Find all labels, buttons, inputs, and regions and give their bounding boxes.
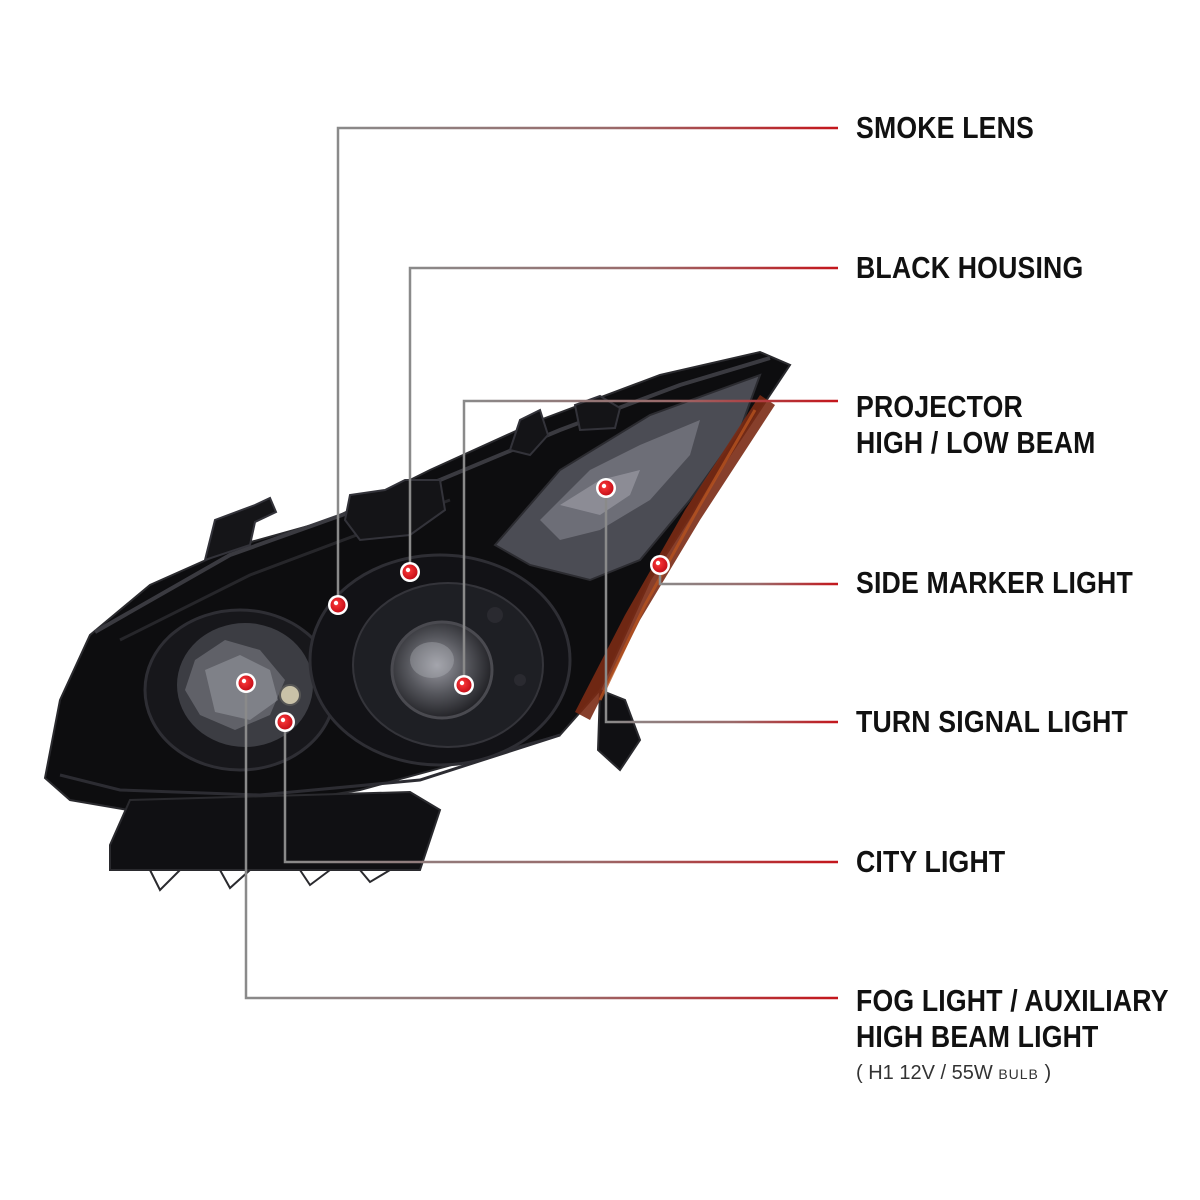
leader-city-light — [283, 722, 838, 864]
label-projector: PROJECTOR — [856, 389, 1023, 424]
label-fog-light: FOG LIGHT / AUXILIARY — [856, 983, 1169, 1018]
bulb-spec-note: ( H1 12V / 55W BULB ) — [856, 1062, 1051, 1085]
mounting-bracket — [203, 496, 278, 562]
headlight-illustration — [43, 350, 792, 892]
dot-turn-signal — [596, 478, 616, 498]
label-black-housing: BLACK HOUSING — [856, 250, 1084, 285]
label-turn-signal-light: TURN SIGNAL LIGHT — [856, 704, 1128, 739]
dot-black-housing — [400, 562, 420, 582]
leader-fog-light — [244, 683, 838, 1000]
leader-black-housing — [408, 266, 838, 572]
leader-turn-signal — [604, 488, 838, 724]
leader-side-marker — [658, 565, 838, 586]
label-high-low-beam: HIGH / LOW BEAM — [856, 425, 1096, 460]
dot-smoke-lens — [328, 595, 348, 615]
leader-smoke-lens — [336, 126, 838, 605]
side-marker-strip — [575, 395, 775, 720]
leader-lines — [244, 126, 838, 1000]
label-city-light: CITY LIGHT — [856, 844, 1006, 879]
label-high-beam-light: HIGH BEAM LIGHT — [856, 1019, 1099, 1054]
leader-projector — [462, 399, 838, 685]
dot-fog-light — [236, 673, 256, 693]
callout-dots — [236, 478, 670, 732]
dot-city-light — [275, 712, 295, 732]
label-smoke-lens: SMOKE LENS — [856, 110, 1034, 145]
bulb-note-spec: H1 12V / 55W — [868, 1062, 993, 1084]
label-side-marker-light: SIDE MARKER LIGHT — [856, 565, 1133, 600]
dot-projector — [454, 675, 474, 695]
bulb-note-word: BULB — [998, 1066, 1039, 1082]
dot-side-marker — [650, 555, 670, 575]
bulb-note-open: ( — [856, 1062, 863, 1084]
bulb-note-close: ) — [1044, 1062, 1052, 1084]
